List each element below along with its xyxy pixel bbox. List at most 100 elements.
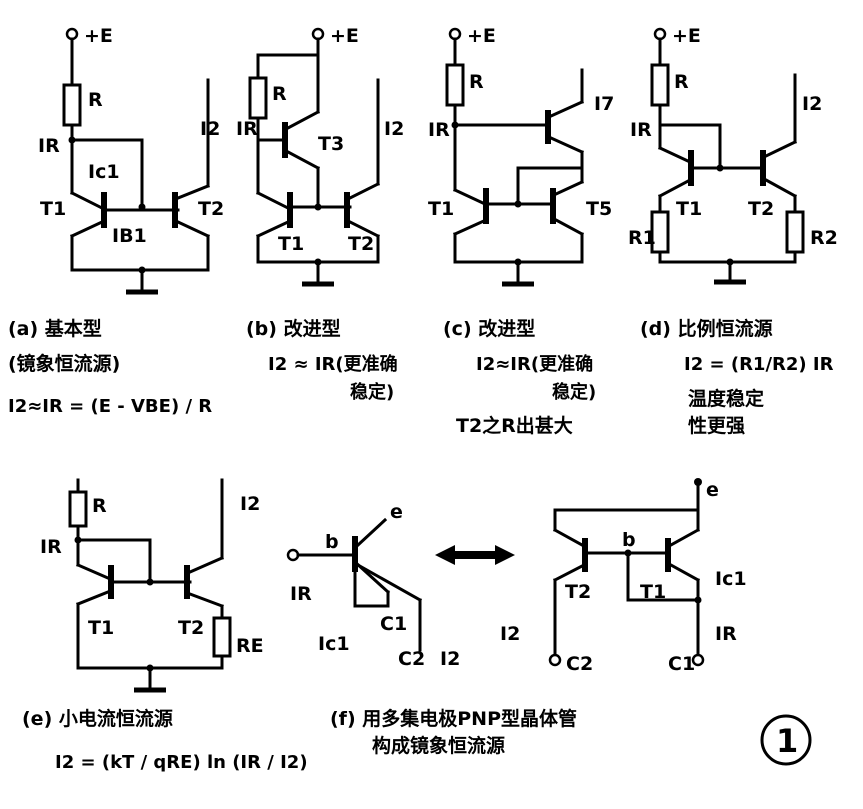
resistor-label: R [88, 89, 103, 111]
transistor-t5 [550, 188, 556, 224]
ic1-label: Ic1 [715, 568, 747, 590]
resistor-re [212, 616, 232, 658]
caption-a-title: (a) 基本型 [8, 317, 102, 340]
ir-label: IR [38, 135, 60, 157]
t1-label: T1 [88, 617, 114, 639]
c1-label: C1 [668, 653, 695, 675]
figure-number: 1 [776, 722, 798, 760]
resistor-r [445, 63, 465, 107]
caption-f-subtitle: 构成镜象恒流源 [372, 734, 505, 757]
resistor-r2 [785, 210, 805, 254]
t1-label: T1 [278, 233, 304, 255]
resistor-label: R [92, 495, 107, 517]
caption-e-title: (e) 小电流恒流源 [22, 707, 173, 730]
circuit-e: R IR T1 T2 I2 RE [40, 478, 264, 693]
re-label: RE [236, 635, 264, 657]
ir-label: IR [236, 118, 258, 140]
t1-label: T1 [428, 198, 454, 220]
resistor-label: R [272, 83, 287, 105]
transistor-t1 [483, 188, 489, 224]
caption-c-title: (c) 改进型 [443, 317, 535, 340]
transistor-top [545, 110, 551, 144]
c2-label: C2 [398, 648, 425, 670]
t2-label: T2 [748, 198, 774, 220]
c2-label: C2 [566, 653, 593, 675]
resistor-r [62, 83, 82, 127]
circuit-b: +E R IR T3 T1 T2 I2 [236, 25, 404, 287]
caption-a-equation: I2≈IR = (E - VBE) / R [8, 396, 212, 417]
transistor-t1 [108, 565, 114, 599]
t1-label: T1 [676, 198, 702, 220]
emitter-label: e [706, 479, 719, 501]
transistor-t3 [282, 122, 288, 158]
resistor-r [650, 63, 670, 107]
transistor-t2 [184, 565, 190, 599]
caption-e-equation: I2 = (kT / qRE) ln (IR / I2) [55, 752, 308, 773]
transistor-t1 [101, 192, 107, 228]
circuit-c: +E R IR I7 T1 T5 [428, 25, 614, 287]
caption-a-subtitle: (镜象恒流源) [8, 352, 120, 375]
base-label: b [325, 531, 339, 553]
caption-b-equation: I2 ≈ IR(更准确 [268, 353, 398, 375]
caption-d-note-2: 性更强 [688, 414, 745, 437]
caption-c-note: T2之R出甚大 [456, 414, 573, 437]
i2-label: I2 [384, 118, 404, 140]
ir-label: IR [428, 119, 450, 141]
caption-c-equation: I2≈IR(更准确 [476, 353, 593, 375]
caption-c-equation-cont: 稳定) [552, 381, 596, 403]
emitter-label: e [390, 501, 403, 523]
transistor-t2 [172, 192, 178, 228]
caption-d-note-1: 温度稳定 [688, 387, 764, 410]
supply-label: +E [330, 25, 359, 47]
t2-label: T2 [178, 617, 204, 639]
transistor-t1 [688, 150, 694, 186]
ir-label: IR [290, 583, 312, 605]
caption-b-title: (b) 改进型 [246, 317, 341, 340]
circuit-a: +E R IR Ic1 T1 T2 I2 IB1 [38, 25, 224, 295]
ir-label: IR [40, 536, 62, 558]
t3-label: T3 [318, 133, 344, 155]
t1-label: T1 [640, 581, 666, 603]
t5-label: T5 [586, 198, 612, 220]
ic1-label: Ic1 [318, 633, 350, 655]
caption-f-title: (f) 用多集电极PNP型晶体管 [330, 707, 577, 730]
i7-label: I7 [594, 93, 614, 115]
supply-label: +E [467, 25, 496, 47]
transistor-t2 [582, 538, 588, 572]
double-arrow-icon [435, 545, 515, 565]
circuit-d: +E R IR I2 T1 T2 R1 R2 [628, 25, 838, 285]
t2-label: T2 [198, 198, 224, 220]
supply-label: +E [84, 25, 113, 47]
ir-label: IR [630, 119, 652, 141]
t2-label: T2 [348, 233, 374, 255]
t2-label: T2 [565, 581, 591, 603]
i2-label: I2 [802, 93, 822, 115]
supply-label: +E [672, 25, 701, 47]
resistor-r [68, 490, 88, 528]
ic1-label: Ic1 [88, 161, 120, 183]
base-label: b [622, 529, 636, 551]
caption-d-title: (d) 比例恒流源 [640, 317, 773, 340]
transistor-t1 [287, 192, 293, 228]
transistor-t1 [665, 538, 671, 572]
r1-label: R1 [628, 227, 656, 249]
circuit-f-symbol: b IR e C1 Ic1 C2 I2 [286, 501, 460, 670]
i2-label: I2 [240, 493, 260, 515]
circuit-f-equivalent: e b C2 I2 T2 C1 T1 Ic1 IR [500, 478, 747, 675]
c1-label: C1 [380, 613, 407, 635]
transistor-t2 [344, 192, 350, 228]
t1-label: T1 [40, 198, 66, 220]
caption-d-equation: I2 = (R1/R2) IR [684, 354, 834, 375]
captions: (a) 基本型 (镜象恒流源) I2≈IR = (E - VBE) / R (b… [8, 317, 834, 773]
i2-label: I2 [500, 623, 520, 645]
ib1-label: IB1 [112, 225, 147, 247]
r2-label: R2 [810, 227, 838, 249]
i2-label: I2 [440, 648, 460, 670]
caption-b-equation-cont: 稳定) [350, 381, 394, 403]
ir-label: IR [715, 623, 737, 645]
resistor-r [248, 76, 268, 120]
transistor-t2 [760, 150, 766, 186]
figure-number-circle [760, 714, 812, 766]
i2-label: I2 [200, 118, 220, 140]
